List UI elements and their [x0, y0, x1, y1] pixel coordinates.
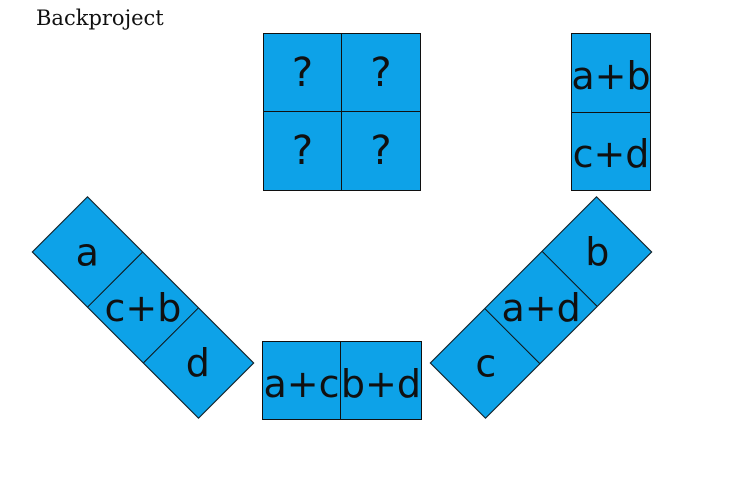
unknown-grid-cell: ?: [264, 112, 342, 190]
unknown-grid: ? ? ? ?: [263, 33, 421, 191]
unknown-grid-cell: ?: [342, 34, 420, 112]
diagram-title: Backproject: [36, 6, 164, 30]
row-sum-cell: a+b: [571, 53, 651, 98]
row-sums-strip: a+b c+d: [571, 33, 651, 191]
row-sum-cell: c+d: [572, 111, 650, 191]
col-sum-cell: a+c: [263, 361, 340, 406]
col-sum-cell: b+d: [339, 342, 421, 419]
col-sums-strip: a+c b+d: [262, 341, 422, 420]
unknown-grid-cell: ?: [264, 34, 342, 112]
unknown-grid-cell: ?: [370, 128, 392, 174]
diag-left-strip: a c+b d: [31, 196, 255, 419]
diag-right-strip: c a+d b: [429, 196, 653, 419]
